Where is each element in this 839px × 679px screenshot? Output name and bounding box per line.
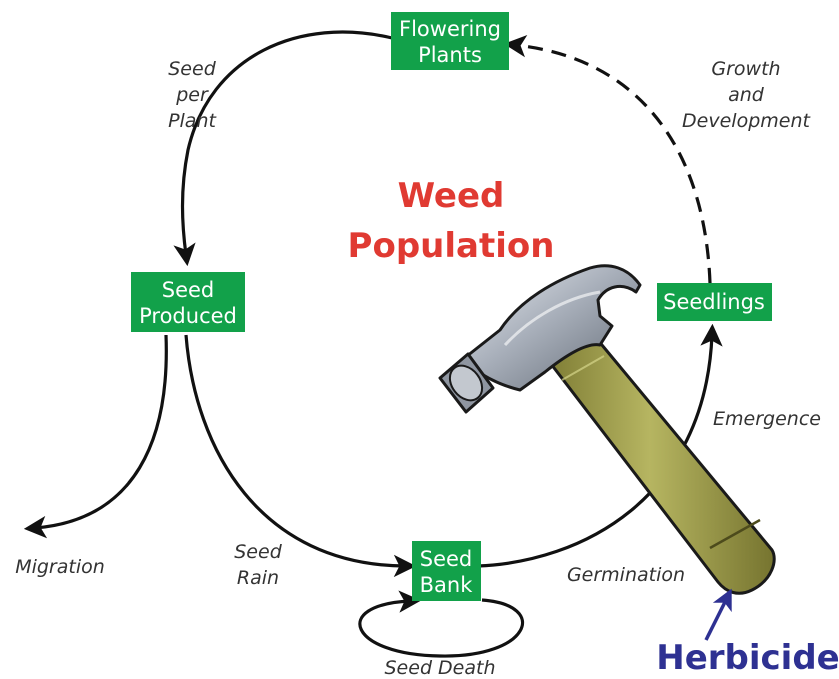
svg-text:Plant: Plant [168,110,217,132]
node-seed-produced: Seed Produced [131,272,245,332]
svg-text:and: and [728,84,765,106]
edge-label-emergence: Emergence [713,408,821,430]
arrow-seed-produced-to-migration [23,334,168,539]
edge-label-germination: Germination [567,564,685,586]
edge-label-seed-rain: Seed Rain [234,541,282,589]
arrow-flowering-to-seed-produced [173,30,393,267]
herbicide-arrow [704,588,732,641]
arrow-seedlings-to-flowering [503,35,712,284]
diagram-title: Weed Population [348,176,555,266]
svg-text:Development: Development [682,110,811,132]
herbicide-label: Herbicide [656,638,839,678]
herbicide-callout: Herbicide [656,588,839,678]
node-label: Seedlings [663,290,765,314]
node-flowering-plants: Flowering Plants [391,12,509,70]
arrow-seed-bank-to-seedlings [477,323,723,568]
hammer-icon [438,264,776,595]
title-line-1: Weed [398,176,505,216]
node-label: Seed [162,278,215,302]
node-label: Seed [420,547,473,571]
node-seed-bank: Seed Bank [412,541,481,601]
node-seedlings: Seedlings [657,283,772,321]
edge-label-growth-and-development: Growth and Development [682,58,811,132]
node-label: Flowering [399,17,501,41]
svg-text:Growth: Growth [711,58,780,80]
arrow-seed-death-loop [358,590,525,658]
node-label: Plants [418,43,482,67]
svg-text:Seed: Seed [168,58,216,80]
title-line-2: Population [348,226,555,266]
node-label: Bank [420,573,474,597]
svg-text:Seed: Seed [234,541,282,563]
svg-text:Rain: Rain [237,567,279,589]
edge-label-seed-death: Seed Death [385,657,496,679]
edge-label-seed-per-plant: Seed per Plant [168,58,217,132]
node-label: Produced [139,304,237,328]
edge-label-migration: Migration [15,556,105,578]
arrow-seed-produced-to-seed-bank [184,334,417,578]
flow-arrows [23,30,723,658]
svg-text:per: per [175,84,209,106]
